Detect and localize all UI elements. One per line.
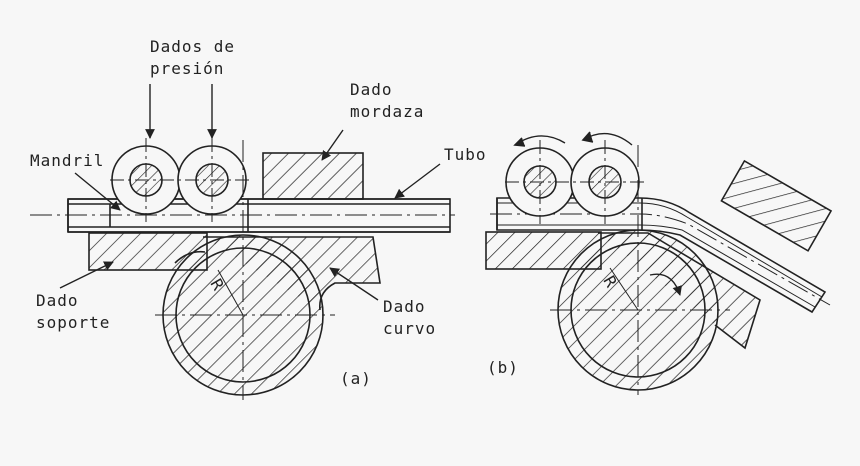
- label-dados-de-presion-line1: Dados de: [150, 37, 235, 56]
- clamp-die-a: [262, 152, 364, 200]
- view-a: [30, 84, 455, 400]
- clamp-die-b: [720, 159, 833, 252]
- label-dados-de-presion-line2: presión: [150, 59, 224, 78]
- caption-a: (a): [340, 369, 372, 388]
- label-tubo: Tubo: [444, 145, 487, 164]
- bend-rotation-arrow: [649, 273, 682, 296]
- pressure-rollers-a: [110, 138, 250, 222]
- label-dado-mordaza-line1: Dado: [350, 80, 393, 99]
- view-b: [485, 131, 833, 395]
- label-dado-soporte-line1: Dado: [36, 291, 79, 310]
- pressure-rollers-b: [505, 140, 645, 224]
- label-dado-curvo-line1: Dado: [383, 297, 426, 316]
- support-die-b: [485, 231, 602, 270]
- tube-b: [490, 197, 831, 314]
- label-dado-curvo-line2: curvo: [383, 319, 436, 338]
- caption-b: (b): [487, 358, 519, 377]
- label-dado-mordaza-line2: mordaza: [350, 102, 424, 121]
- label-dado-soporte-line2: soporte: [36, 313, 110, 332]
- label-mandril: Mandril: [30, 151, 104, 170]
